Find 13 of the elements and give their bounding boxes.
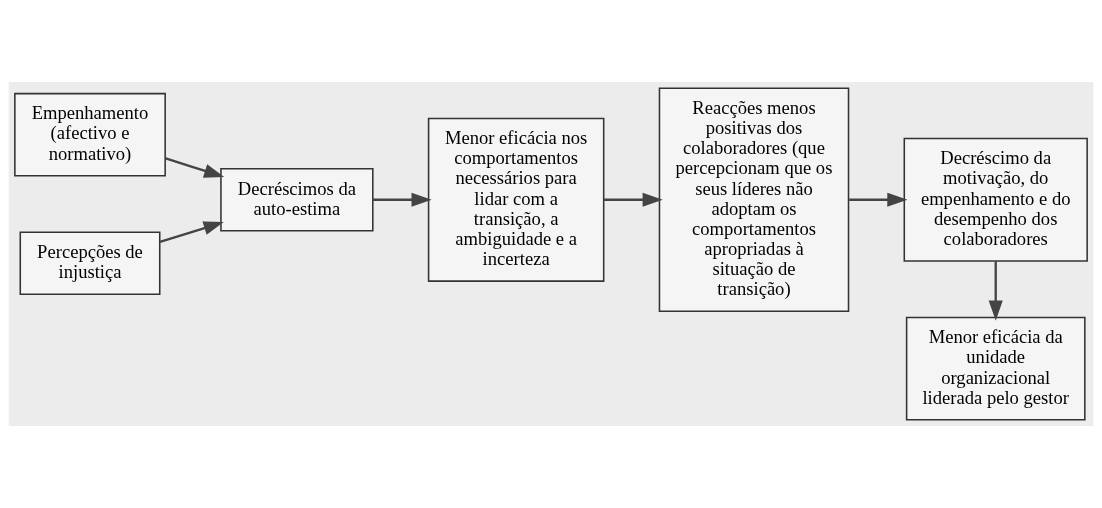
- node-box: Percepções de injustiça: [19, 231, 161, 296]
- arrow: [159, 221, 224, 244]
- arrow: [988, 261, 1003, 321]
- arrow: [372, 192, 432, 207]
- node-box: Menor eficácia da unidade organizacional liderada pelo gestor: [905, 316, 1086, 421]
- arrow: [603, 192, 663, 207]
- node-box: Decréscimo da motivação, do empenhamento e do desempenho dos colaboradores: [903, 137, 1088, 262]
- node-box: Menor eficácia nos comportamentos necessários para lidar com a transição, a ambiguidade e a incerteza: [427, 117, 605, 282]
- node-box: Empenhamento (afectivo e normativo): [14, 92, 166, 177]
- arrow: [165, 157, 225, 178]
- node-box: Decréscimos da auto-estima: [220, 168, 374, 232]
- node-box: Reacções menos positivas dos colaboradores (que percepcionam que os seus líderes não adoptam os comportamentos apropriadas à situação de transição): [658, 87, 850, 313]
- arrow: [849, 192, 908, 207]
